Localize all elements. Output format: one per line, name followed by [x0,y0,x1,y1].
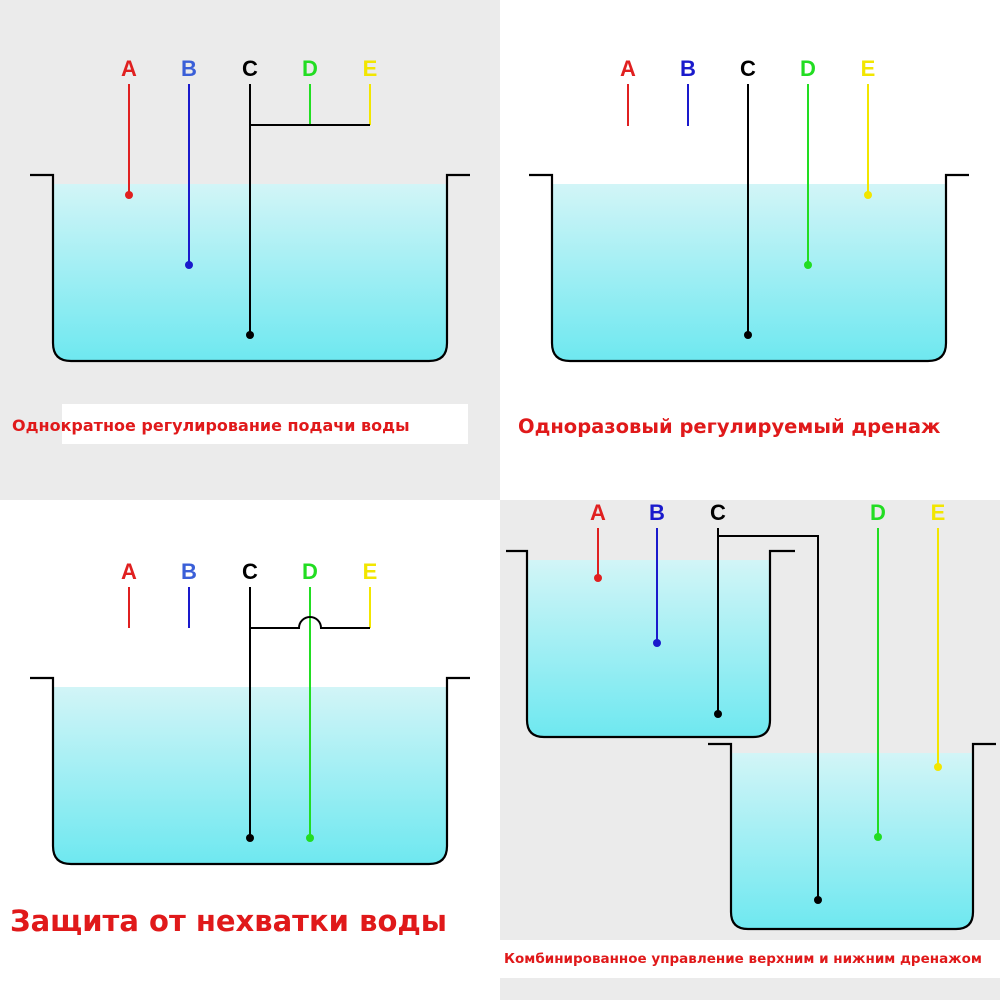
label-b: B [181,559,197,584]
label-b: B [680,56,696,81]
caption: Одноразовый регулируемый дренаж [518,415,941,438]
label-d: D [870,500,886,525]
lower-tank-water [731,753,973,929]
tank-outline [30,676,470,866]
tank-outline [529,173,969,363]
jumper-c-e-crossover [250,616,370,629]
label-b: B [181,56,197,81]
label-c: C [242,56,258,81]
probe-e-tip [934,763,942,771]
label-c: C [740,56,756,81]
label-a: A [590,500,606,525]
upper-tank-outline [506,549,795,739]
label-b: B [649,500,665,525]
probe-a-tip [125,191,133,199]
probe-e-tip [864,191,872,199]
caption: Однократное регулирование подачи воды [12,416,410,435]
upper-tank-water [527,560,770,737]
caption-background [62,404,468,444]
probe-b-tip [653,639,661,647]
caption: Защита от нехватки воды [10,904,447,938]
panel-single-supply: A B C D E Однократное регулирование пода… [0,0,500,500]
label-a: A [620,56,636,81]
label-a: A [121,559,137,584]
probe-c-tip [246,834,254,842]
probe-d-tip [874,833,882,841]
label-d: D [302,56,318,81]
lower-tank-outline [708,742,996,931]
label-e: E [363,559,378,584]
label-d: D [800,56,816,81]
probe-c-tip [714,710,722,718]
label-c: C [710,500,726,525]
caption: Комбинированное управление верхним и ниж… [504,951,982,967]
label-e: E [931,500,946,525]
label-e: E [861,56,876,81]
panel-combined-drain: A B C D E Комбинированное управление вер… [500,500,1000,1000]
tank-outline [30,173,470,363]
label-e: E [363,56,378,81]
probe-b-tip [185,261,193,269]
probe-c-lower-branch [718,535,819,900]
caption-background [500,940,1000,978]
probe-c-tip [246,331,254,339]
panel-dry-run-protection: A B C D E Защита от нехватки воды [10,559,470,938]
probe-a-tip [594,574,602,582]
label-a: A [121,56,137,81]
label-d: D [302,559,318,584]
probe-c-tip [744,331,752,339]
panel-single-drain: A B C D E Одноразовый регулируемый дрена… [518,56,969,438]
probe-c-lower-tip [814,896,822,904]
label-c: C [242,559,258,584]
probe-d-tip [306,834,314,842]
probe-d-tip [804,261,812,269]
